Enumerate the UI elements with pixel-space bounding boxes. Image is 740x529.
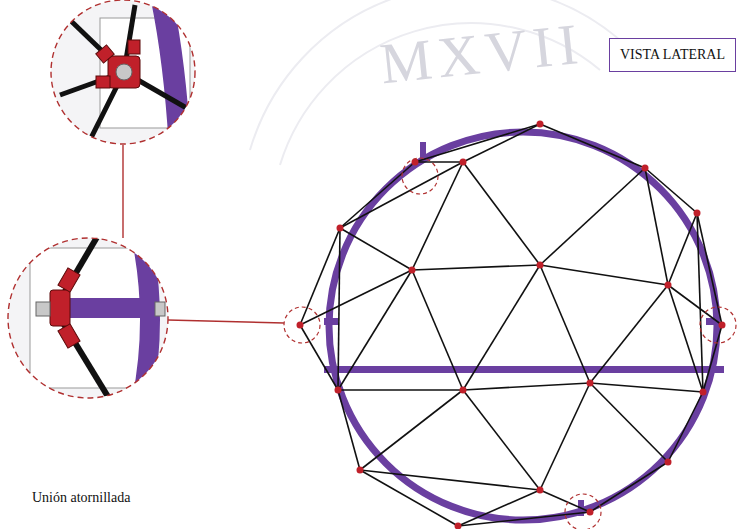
detail-markers	[284, 158, 736, 529]
view-title: VISTA LATERAL	[620, 47, 725, 63]
caption-label: Unión atornillada	[32, 490, 130, 506]
zoom-top	[50, 0, 196, 150]
watermark: MXVII	[377, 10, 587, 98]
zoom-ring	[8, 238, 168, 398]
geodesic-frame	[300, 124, 722, 526]
connector-hubs	[297, 121, 726, 529]
title-box: VISTA LATERAL	[609, 38, 736, 72]
zoom-ring	[51, 0, 195, 144]
purple-ring	[324, 132, 724, 520]
zoom-bottom	[0, 230, 176, 410]
watermark-arcs	[250, 0, 620, 165]
